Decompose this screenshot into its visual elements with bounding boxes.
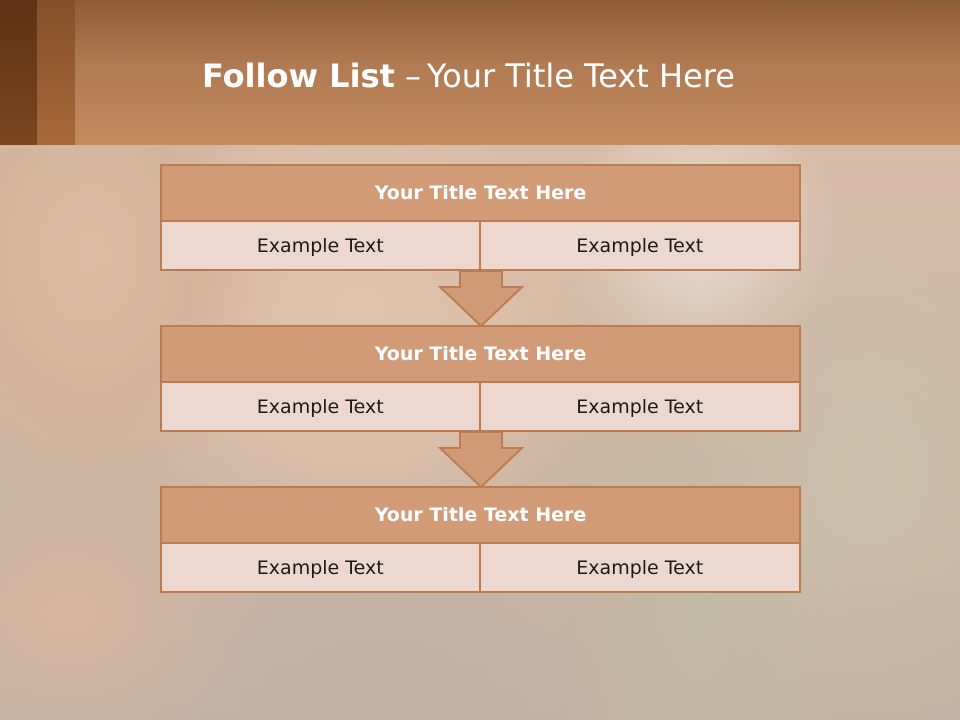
header-band: Follow List–Your Title Text Here — [0, 0, 960, 145]
flow-step-2: Your Title Text Here Example Text Exampl… — [160, 325, 801, 432]
step-cell-left: Example Text — [160, 383, 481, 432]
slide-title: Follow List–Your Title Text Here — [202, 52, 735, 100]
step-cell-right: Example Text — [480, 222, 801, 271]
title-rest: Your Title Text Here — [426, 57, 735, 95]
header-accent-mid — [37, 0, 75, 145]
step-cell-left: Example Text — [160, 222, 481, 271]
step-cell-left: Example Text — [160, 544, 481, 593]
step-title: Your Title Text Here — [160, 325, 801, 383]
title-separator: – — [404, 57, 421, 95]
step-title: Your Title Text Here — [160, 486, 801, 544]
flow-step-3: Your Title Text Here Example Text Exampl… — [160, 486, 801, 593]
step-title: Your Title Text Here — [160, 164, 801, 222]
step-row: Example Text Example Text — [160, 222, 801, 271]
step-row: Example Text Example Text — [160, 383, 801, 432]
down-arrow-icon — [438, 432, 524, 488]
flow-step-1: Your Title Text Here Example Text Exampl… — [160, 164, 801, 271]
step-cell-right: Example Text — [480, 544, 801, 593]
down-arrow-icon — [438, 271, 524, 327]
step-row: Example Text Example Text — [160, 544, 801, 593]
header-accent-dark — [0, 0, 37, 145]
title-bold: Follow List — [202, 57, 395, 95]
step-cell-right: Example Text — [480, 383, 801, 432]
